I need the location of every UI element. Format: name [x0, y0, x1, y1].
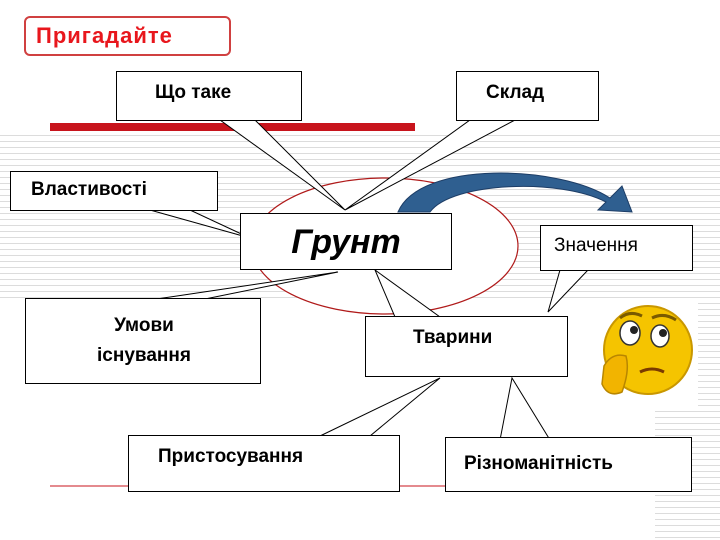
callout-conditions: Умови існування	[25, 298, 261, 384]
center-term-soil: Грунт	[240, 213, 452, 270]
callout-what-is-label: Що таке	[155, 82, 232, 103]
callout-animals: Тварини	[365, 316, 568, 377]
callout-diversity-label: Різноманітність	[464, 453, 613, 474]
callout-animals-label: Тварини	[413, 327, 493, 348]
callout-adaptation-label: Пристосування	[158, 446, 304, 467]
callout-composition: Склад	[456, 71, 599, 121]
callout-diversity: Різноманітність	[445, 437, 692, 492]
callout-properties-label: Властивості	[31, 179, 147, 200]
callout-properties: Властивості	[10, 171, 218, 211]
pointer-what-is	[218, 119, 346, 211]
thinking-face-icon	[598, 298, 698, 408]
pointer-diversity	[499, 376, 551, 441]
callout-composition-label: Склад	[486, 82, 545, 103]
curved-arrow-icon	[397, 172, 633, 213]
callout-conditions-label: Умови існування	[97, 315, 191, 366]
pointer-adaptation	[319, 377, 441, 437]
callout-adaptation: Пристосування	[128, 435, 400, 492]
callout-meaning: Значення	[540, 225, 693, 271]
callout-meaning-label: Значення	[554, 235, 638, 256]
callout-what-is: Що таке	[116, 71, 302, 121]
recall-badge: Пригадайте	[24, 16, 231, 56]
pointer-properties	[149, 209, 251, 239]
pointer-meaning	[547, 269, 590, 313]
